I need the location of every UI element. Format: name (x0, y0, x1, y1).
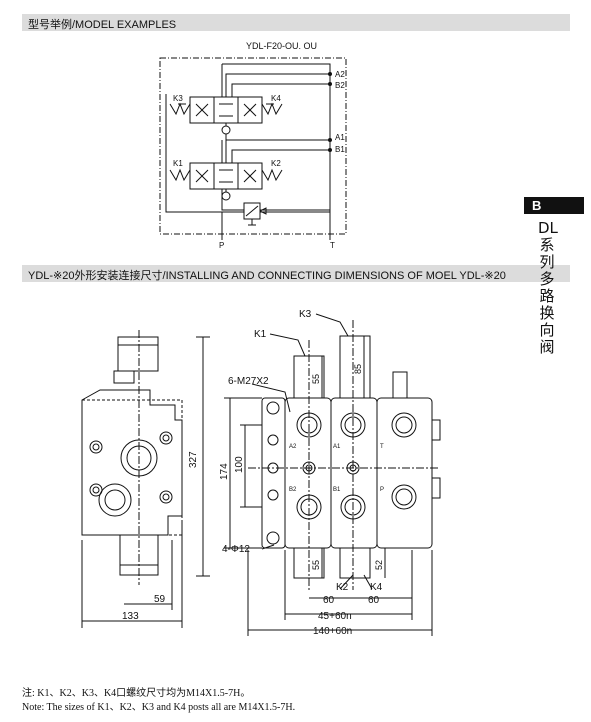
port-p: P (219, 241, 224, 250)
dim-133: 133 (122, 611, 139, 622)
k4-callout: K4 (370, 582, 383, 593)
dim-60-a: 60 (323, 595, 335, 606)
model-examples-header: 型号举例/MODEL EXAMPLES (22, 14, 570, 31)
k2-label: K2 (271, 159, 281, 168)
front-port-p: P (380, 487, 384, 493)
port-b2: B2 (335, 81, 345, 90)
side-tab-text: DL 系 列 多 路 换 向 阀 (538, 219, 558, 356)
installing-dimensions-header: YDL-※20外形安装连接尺寸/INSTALLING AND CONNECTIN… (22, 265, 570, 282)
holes-callout: 4-Φ12 (222, 544, 250, 555)
k4-label: K4 (271, 94, 281, 103)
side-view-drawing (81, 330, 210, 628)
dim-140-60n: 140+60n (313, 626, 352, 637)
valve-section-1 (284, 397, 332, 549)
port-a1: A1 (335, 133, 345, 142)
dim-55-bottom: 55 (311, 560, 321, 570)
check-valve-upper (221, 125, 231, 135)
model-code: YDL-F20-OU. OU (246, 41, 317, 51)
k3-callout: K3 (299, 309, 312, 320)
k1-label: K1 (173, 159, 183, 168)
k2-callout: K2 (336, 582, 349, 593)
dim-327: 327 (188, 451, 199, 468)
lower-valve-section (169, 162, 283, 201)
side-tab-char: DL (538, 219, 558, 237)
relief-valve-adjuster (392, 371, 408, 399)
installing-dimensions-title: YDL-※20外形安装连接尺寸/INSTALLING AND CONNECTIN… (28, 270, 506, 282)
dim-85: 85 (353, 364, 363, 374)
front-view-drawing (224, 313, 441, 636)
side-view-cap (113, 370, 135, 384)
k3-label: K3 (173, 94, 183, 103)
side-tab-letter: B (524, 197, 584, 214)
side-tab-char: 阀 (539, 338, 555, 356)
end-plate (261, 397, 286, 549)
dim-45-60n: 45+60n (318, 611, 352, 622)
note-english: Note: The sizes of K1、K2、K3 and K4 posts… (22, 702, 296, 713)
front-port-b2: B2 (289, 487, 297, 493)
valve-section-2 (330, 397, 378, 549)
spool-box-upper (189, 96, 263, 124)
front-port-a2: A2 (289, 444, 297, 450)
dim-100: 100 (234, 456, 245, 473)
model-examples-title: 型号举例/MODEL EXAMPLES (28, 19, 177, 31)
front-port-b1: B1 (333, 487, 341, 493)
side-tab-char: 向 (539, 321, 555, 339)
spool-box-lower (189, 162, 263, 190)
port-a2: A2 (335, 70, 345, 79)
port-t: T (330, 241, 335, 250)
dim-59: 59 (154, 594, 166, 605)
port-lines (165, 63, 332, 240)
front-port-t: T (380, 444, 384, 450)
spool-top-2 (339, 335, 371, 399)
side-view-body (81, 389, 183, 536)
relief-valve-symbol (243, 202, 267, 226)
front-port-a1: A1 (333, 444, 341, 450)
note-chinese: 注: K1、K2、K3、K4口螺纹尺寸均为M14X1.5-7H。 (22, 688, 251, 699)
hydraulic-schematic: YDL-F20-OU. OU K3 K4 (159, 41, 347, 250)
port-b1: B1 (335, 145, 345, 154)
side-tab-char: 多 (539, 270, 555, 288)
side-tab-char: 列 (539, 253, 555, 271)
upper-valve-section (169, 96, 283, 140)
inlet-section (376, 397, 433, 549)
thread-callout: 6-M27X2 (228, 376, 269, 387)
dim-174: 174 (219, 463, 230, 480)
check-valve-lower (221, 191, 231, 201)
spool-bottom-2 (339, 547, 371, 579)
side-view-handle (117, 336, 159, 372)
dim-60-b: 60 (368, 595, 380, 606)
k1-callout: K1 (254, 329, 267, 340)
side-tab-char: 路 (539, 287, 555, 305)
dim-55-top: 55 (311, 374, 321, 384)
dim-52: 52 (374, 560, 384, 570)
side-tab-char: 换 (539, 304, 555, 322)
schematic-frame (159, 57, 347, 235)
side-tab-char: 系 (539, 236, 555, 254)
